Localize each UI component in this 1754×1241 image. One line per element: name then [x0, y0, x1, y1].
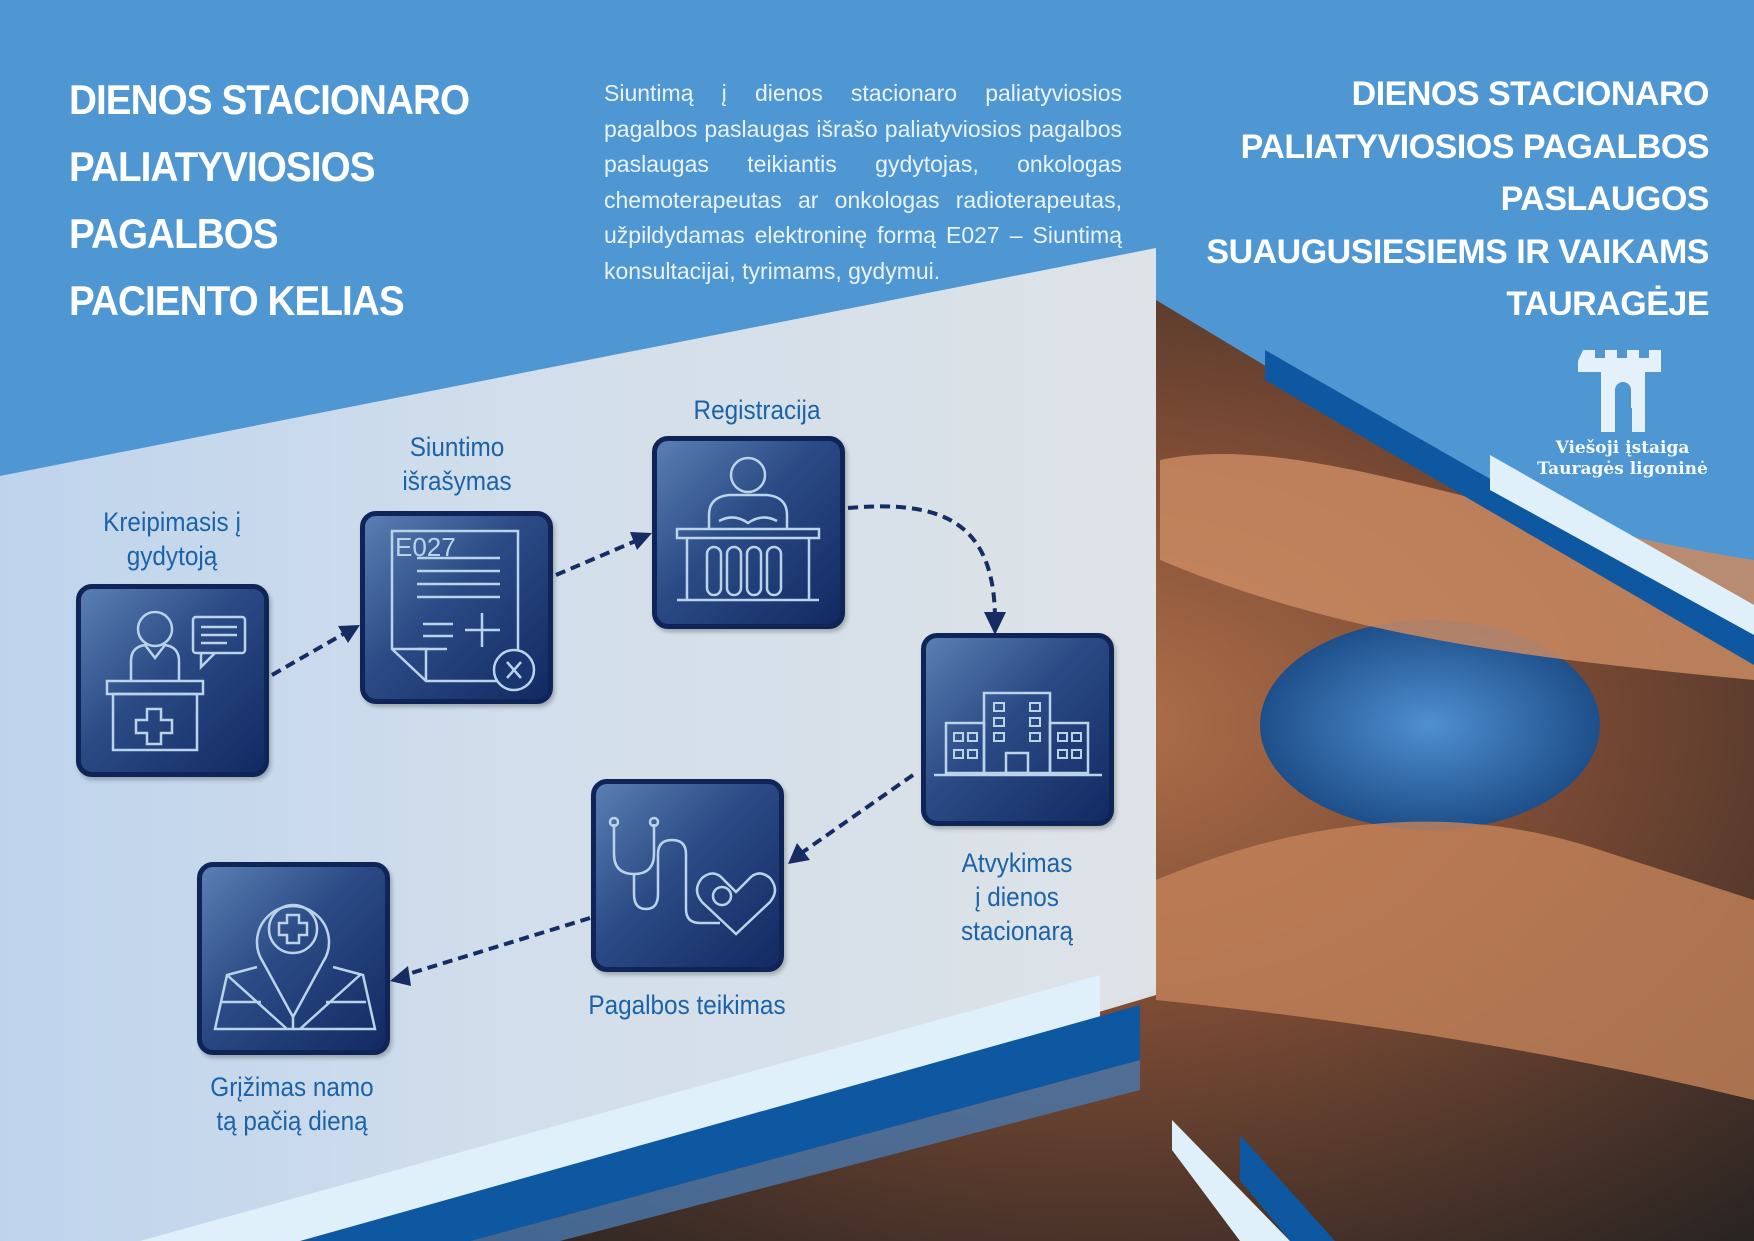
- bottom-stripe-dark: [300, 1005, 1140, 1241]
- step-label-care: Pagalbos teikimas: [588, 988, 785, 1022]
- step-box-return: [197, 862, 390, 1055]
- referral-form-icon: E027: [390, 529, 536, 692]
- label-line: tą pačią dieną: [216, 1106, 368, 1136]
- step-box-consult: [76, 584, 269, 777]
- map-pin-icon: [213, 903, 377, 1031]
- stethoscope-heart-icon: [608, 816, 777, 936]
- right-title-line: PASLAUGOS: [1500, 180, 1710, 218]
- step-label-registration: Registracija: [694, 393, 821, 427]
- step-label-referral: Siuntimo išrašymas: [402, 430, 511, 498]
- right-stripe-dark: [1265, 350, 1754, 665]
- right-title-line: DIENOS STACIONARO: [1351, 75, 1710, 113]
- step-label-arrival: Atvykimas į dienos stacionarą: [961, 846, 1073, 948]
- label-line: Pagalbos teikimas: [588, 990, 786, 1020]
- step-box-care: [591, 779, 784, 972]
- label-line: Registracija: [693, 395, 821, 425]
- left-title-line: PALIATYVIOSIOS: [69, 143, 376, 190]
- right-stripe-light: [1490, 455, 1754, 635]
- hospital-building-icon: [934, 691, 1102, 777]
- label-line: Kreipimasis į: [103, 507, 241, 537]
- label-line: Siuntimo: [409, 432, 505, 462]
- label-line: į dienos: [975, 882, 1059, 912]
- label-line: išrašymas: [402, 466, 512, 496]
- logo-line2: Tauragės ligoninė: [1537, 459, 1708, 479]
- right-title: DIENOS STACIONARO PALIATYVIOSIOS PAGALBO…: [1206, 68, 1709, 331]
- step-box-registration: [652, 436, 845, 629]
- step-box-referral: E027: [360, 511, 553, 704]
- left-title-line: PAGALBOS: [69, 210, 279, 257]
- arrowheads: [338, 532, 1006, 986]
- corner-stripe-light: [1172, 1120, 1290, 1241]
- label-line: gydytoją: [126, 541, 218, 571]
- left-title-line: DIENOS STACIONARO: [69, 76, 470, 123]
- hospital-logo: Viešoji įstaiga Tauragės ligoninė: [1530, 350, 1715, 480]
- left-title: DIENOS STACIONARO PALIATYVIOSIOS PAGALBO…: [69, 66, 470, 334]
- step-label-return: Grįžimas namo tą pačią dieną: [210, 1070, 373, 1138]
- doctor-desk-icon: [105, 610, 247, 752]
- flow-arrows: [271, 504, 997, 977]
- bottom-stripe-light: [140, 975, 1100, 1241]
- form-code: E027: [395, 532, 456, 562]
- right-title-line: SUAUGUSIESIEMS IR VAIKAMS: [1206, 232, 1709, 271]
- massage-ball: [1260, 620, 1600, 830]
- left-title-line: PACIENTO KELIAS: [69, 277, 405, 324]
- intro-paragraph: Siuntimą į dienos stacionaro paliatyvios…: [604, 80, 1122, 284]
- right-title-line: TAURAGĖJE: [1506, 285, 1709, 323]
- label-line: stacionarą: [960, 916, 1074, 946]
- label-line: Grįžimas namo: [210, 1072, 374, 1102]
- step-label-consult: Kreipimasis į gydytoją: [103, 505, 241, 573]
- bottom-stripe-dark-2: [470, 1060, 1140, 1241]
- label-line: Atvykimas: [961, 848, 1073, 878]
- logo-line1: Viešoji įstaiga: [1555, 438, 1690, 458]
- right-title-line: PALIATYVIOSIOS PAGALBOS: [1240, 127, 1710, 166]
- corner-stripe-dark: [1240, 1135, 1335, 1241]
- step-box-arrival: [921, 633, 1114, 826]
- tower-logo-icon: [1577, 350, 1661, 432]
- registration-desk-icon: [675, 456, 821, 602]
